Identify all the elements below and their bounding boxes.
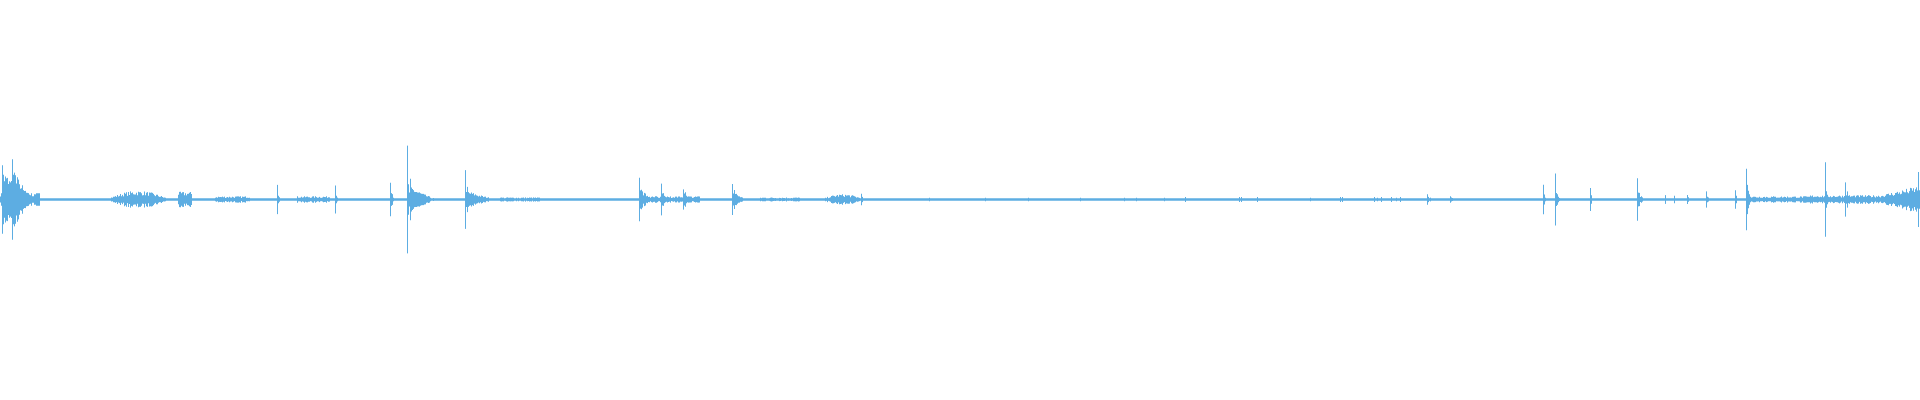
waveform-samples (0, 145, 1920, 254)
